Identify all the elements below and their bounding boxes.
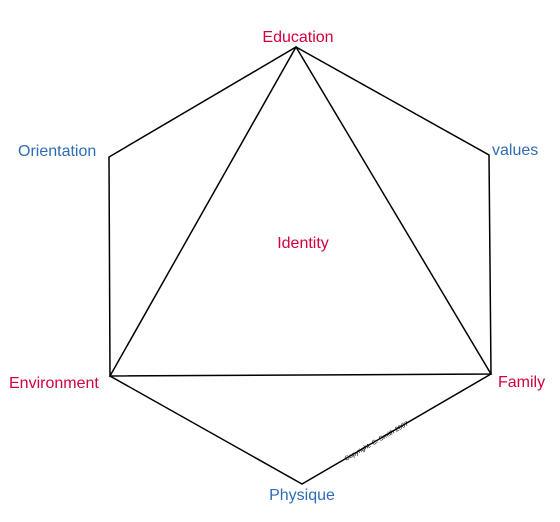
label-identity: Identity xyxy=(277,235,329,252)
hexagon-outline xyxy=(108,46,492,485)
identity-triangle xyxy=(108,45,493,377)
label-orientation: Orientation xyxy=(18,143,96,160)
label-education: Education xyxy=(262,29,333,46)
label-environment: Environment xyxy=(9,375,99,392)
label-values: values xyxy=(492,142,538,159)
label-family: Family xyxy=(498,374,545,391)
copyright-note: Copyright: C. Smith 2007 xyxy=(344,420,411,463)
label-physique: Physique xyxy=(269,487,335,504)
